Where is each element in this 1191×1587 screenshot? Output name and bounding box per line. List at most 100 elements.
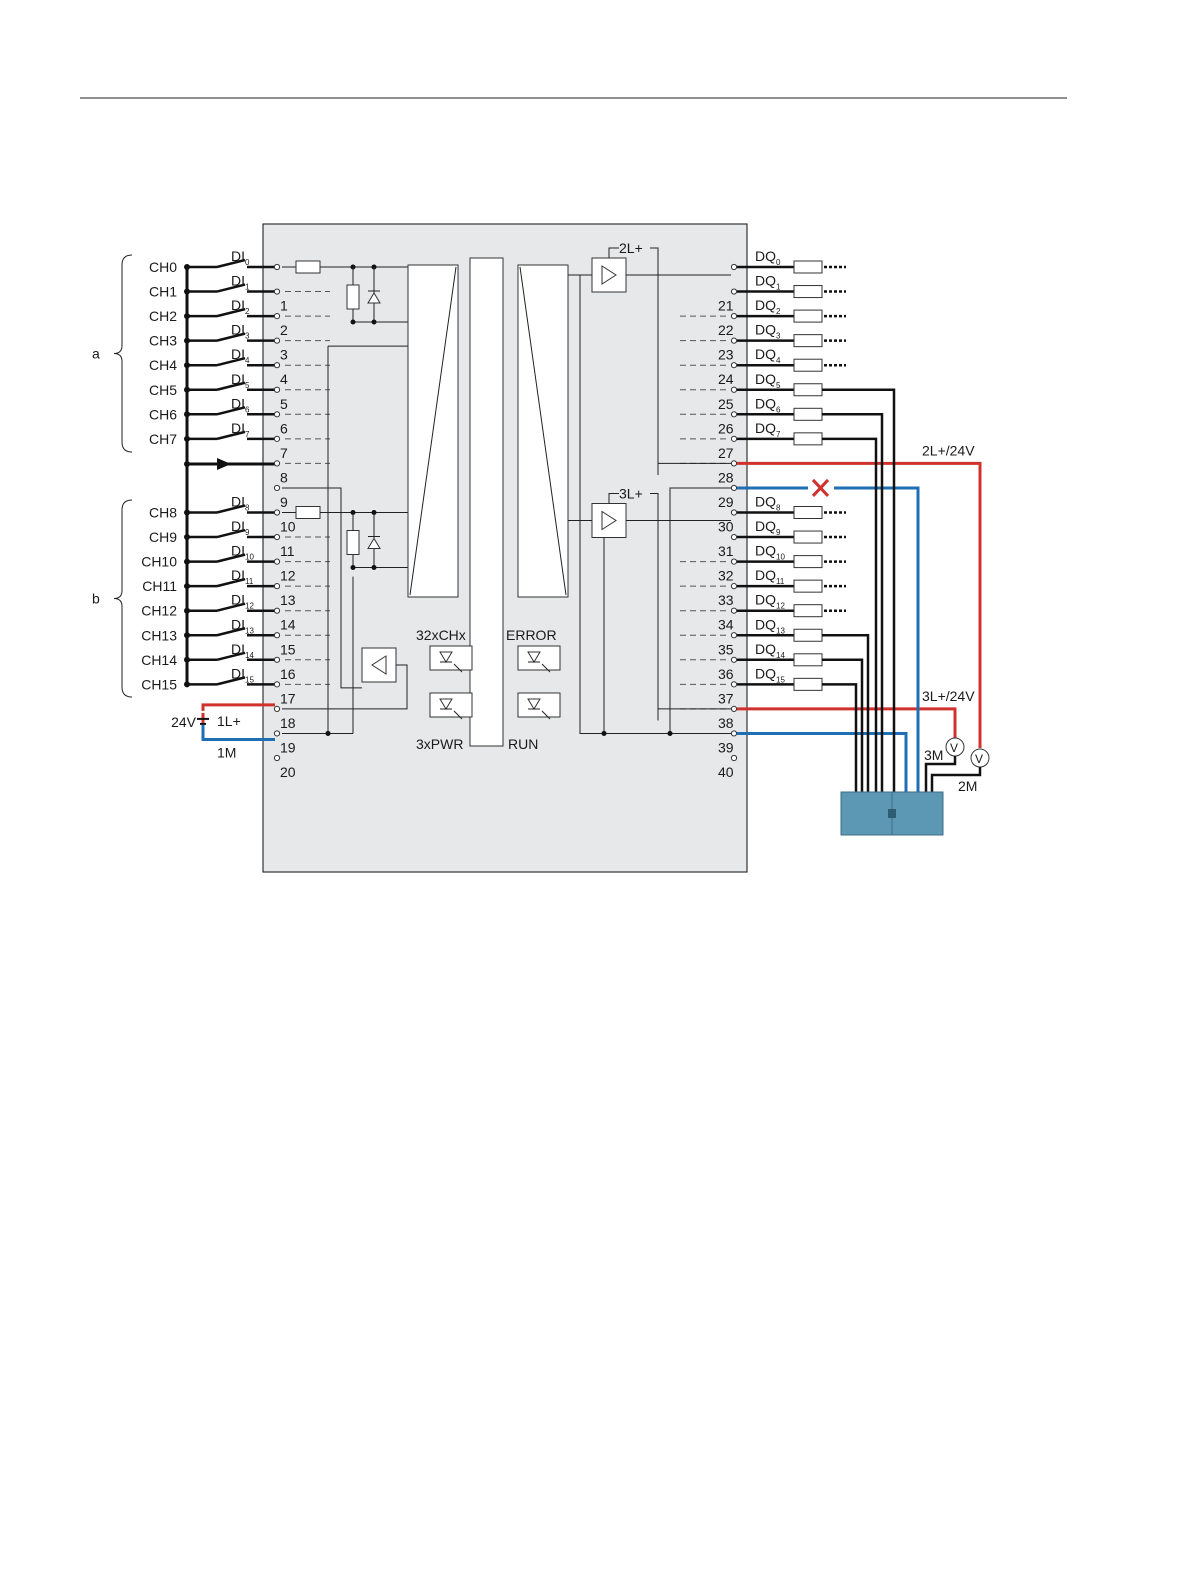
pin-number: 1: [280, 298, 288, 314]
pin-number: 34: [718, 617, 734, 633]
m-line-out: [579, 275, 731, 734]
isolation-diagonal: [519, 266, 567, 596]
output-load: [793, 334, 823, 348]
bus-junction: [184, 337, 190, 344]
pin-number: 40: [718, 764, 734, 780]
di-label: DI11: [231, 567, 254, 586]
di-label: DI3: [231, 322, 250, 341]
terminal: [273, 509, 281, 516]
switch-contact: [216, 283, 246, 293]
supply-plus-wire: [201, 703, 275, 711]
terminal: [273, 583, 281, 590]
terminal: [273, 263, 281, 271]
diode: [367, 292, 381, 304]
led-error-ray: [541, 663, 551, 673]
load-wire: [822, 658, 864, 792]
terminal: [730, 435, 738, 442]
channel-label: CH3: [149, 333, 177, 349]
supply-m: 1M: [217, 744, 236, 760]
dq-label: DQ12: [755, 592, 785, 611]
diode: [367, 537, 381, 549]
terminal: [730, 411, 738, 418]
terminal: [273, 288, 281, 295]
dq-label: DQ2: [755, 297, 781, 316]
pin-number: 23: [718, 347, 734, 363]
l3-line: [657, 493, 731, 710]
output-load: [793, 432, 823, 446]
buffer-block: [361, 647, 397, 683]
switch-contact: [216, 577, 246, 588]
di-label: DI5: [231, 371, 250, 390]
pin-number: 12: [280, 568, 296, 584]
output-load: [793, 260, 823, 274]
dq-label: DQ9: [755, 518, 781, 537]
terminal: [273, 558, 281, 565]
pin-number: 16: [280, 666, 296, 682]
label-2l-plus: 2L+/24V: [922, 442, 975, 458]
brace-a: [113, 254, 133, 453]
voltmeter-label: V: [975, 752, 983, 766]
pin-number: 26: [718, 420, 734, 436]
pin-number: 5: [280, 396, 288, 412]
supply-tap: [608, 493, 619, 504]
bus-junction: [184, 509, 190, 516]
channel-label: CH11: [142, 578, 177, 594]
led-run-frame: [517, 692, 561, 718]
bus-junction: [184, 534, 190, 541]
bus-junction: [184, 435, 190, 442]
terminal: [273, 656, 281, 663]
switch-contact: [216, 602, 246, 612]
bus-junction: [184, 362, 190, 369]
bus-junction: [184, 632, 190, 639]
pin-number: 24: [718, 371, 734, 387]
supply-voltage: 24V: [171, 714, 197, 730]
load-connector: [888, 809, 896, 818]
di-label: DI6: [231, 395, 250, 414]
dq-label: DQ10: [755, 543, 785, 562]
switch-contact: [216, 332, 246, 342]
amplifier-symbol: [601, 265, 617, 285]
channel-label: CH1: [149, 284, 177, 300]
amp-supply-label: 3L+: [619, 486, 643, 502]
terminal: [730, 337, 738, 344]
brace-b-label: b: [92, 591, 100, 607]
load-wire: [822, 413, 884, 792]
wire-40: [737, 731, 908, 792]
pin-number: 38: [718, 715, 734, 731]
pin-number: 32: [718, 568, 734, 584]
terminal: [273, 681, 281, 688]
terminal: [273, 533, 281, 541]
input-resistor: [295, 506, 321, 519]
terminal: [730, 754, 738, 762]
dq-label: DQ1: [755, 273, 781, 292]
pin-number: 14: [280, 617, 296, 633]
brace-b: [113, 499, 133, 698]
pin-number: 33: [718, 592, 734, 608]
terminal: [273, 705, 281, 713]
digital-outputs: 2122232425262728293031323334353637383940…: [680, 248, 846, 780]
output-load: [793, 407, 823, 421]
wire-2l-plus: [737, 461, 982, 748]
pin-number: 29: [718, 494, 734, 510]
dq-label: DQ15: [755, 665, 785, 684]
output-load: [793, 530, 823, 544]
terminal: [273, 362, 281, 369]
m-line-out: [669, 487, 731, 734]
dq-label: DQ11: [755, 567, 785, 586]
pin-number: 37: [718, 690, 734, 706]
junction: [667, 730, 673, 736]
terminal: [273, 460, 281, 467]
pin-number: 11: [280, 543, 295, 559]
di-label: DI14: [231, 641, 254, 660]
terminal: [273, 435, 281, 442]
led-pwr-ray: [453, 710, 463, 720]
terminal: [730, 460, 738, 467]
dq-label: DQ13: [755, 616, 785, 635]
channel-label: CH13: [141, 627, 177, 643]
pin-number: 28: [718, 469, 734, 485]
wire-3m: [924, 756, 957, 792]
output-load: [793, 628, 823, 642]
wire-3l-plus: [737, 707, 957, 738]
